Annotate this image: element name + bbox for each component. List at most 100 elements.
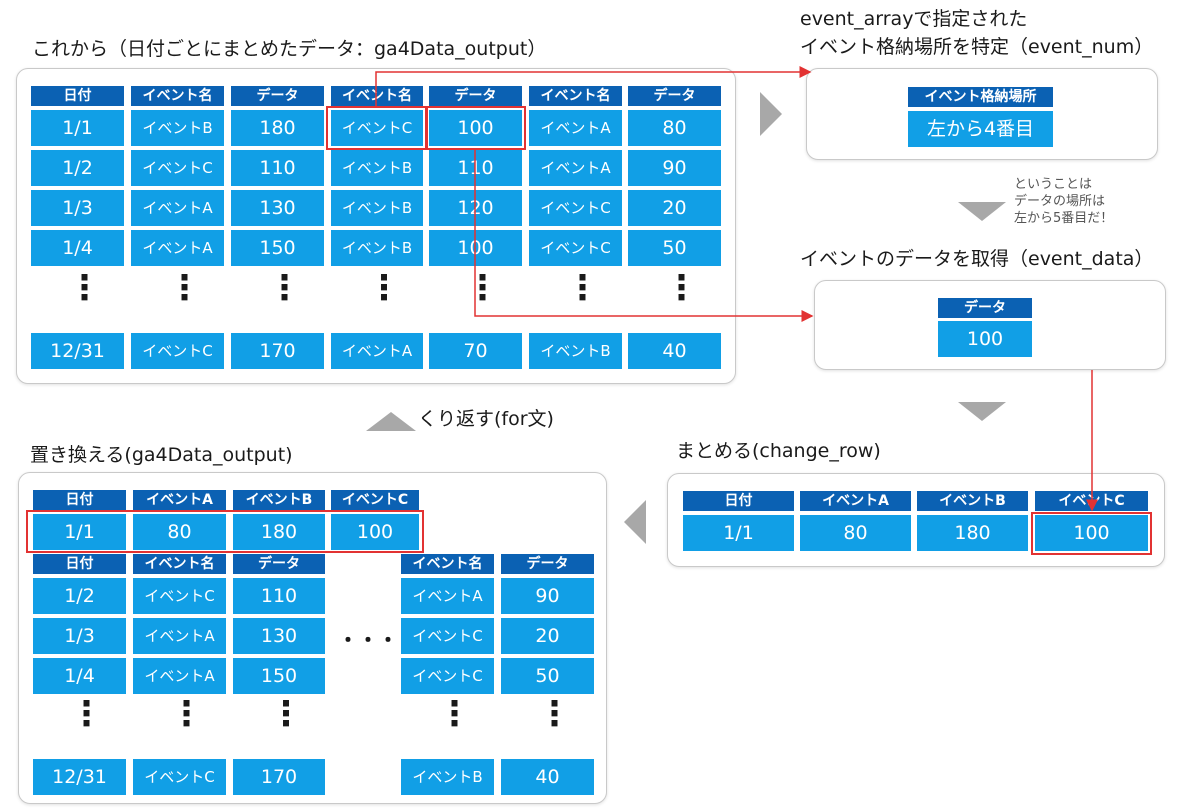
title-event-data: イベントのデータを取得（event_data）: [800, 248, 1154, 270]
title-loop: くり返す(for文): [418, 408, 554, 430]
change-row-header-event-b: イベントB: [917, 491, 1028, 511]
arrow-up-icon: [366, 412, 416, 431]
replaced-cell: イベントC: [401, 618, 494, 654]
source-header-data-3: データ: [628, 86, 721, 106]
source-cell: イベントA: [529, 110, 622, 146]
source-header-event-name-3: イベント名: [529, 86, 622, 106]
replaced-header-event-b: イベントB: [233, 490, 325, 510]
source-header-event-name-2: イベント名: [331, 86, 423, 106]
replaced-cell: 90: [501, 578, 594, 614]
title-replace: 置き換える(ga4Data_output): [30, 444, 293, 466]
replaced-cell: 1/4: [33, 658, 126, 694]
replaced-header2-data-2: データ: [501, 554, 594, 574]
source-header-data-2: データ: [429, 86, 522, 106]
replaced-cell: イベントC: [133, 759, 226, 795]
note-line-2: データの場所は: [1014, 194, 1106, 209]
replaced-first-event-c: 100: [331, 514, 419, 550]
highlight-change-row-event-c: [1031, 512, 1152, 555]
arrow-right-icon: [760, 92, 782, 136]
source-cell: 110: [231, 150, 324, 186]
arrow-down-icon: [958, 402, 1006, 421]
replaced-cell: 50: [501, 658, 594, 694]
replaced-cell: 130: [233, 618, 325, 654]
replaced-cell: 1/2: [33, 578, 126, 614]
source-cell: 100: [429, 110, 522, 146]
source-cell: イベントA: [331, 333, 423, 369]
source-cell: イベントC: [131, 150, 224, 186]
source-cell: 130: [231, 190, 324, 226]
replaced-cell: イベントA: [133, 658, 226, 694]
replaced-cell: イベントA: [401, 578, 494, 614]
source-cell: 170: [231, 333, 324, 369]
source-cell: 90: [628, 150, 721, 186]
source-cell: 1/1: [31, 110, 124, 146]
event-data-value: 100: [938, 321, 1032, 357]
source-cell: 1/2: [31, 150, 124, 186]
change-row-header-event-a: イベントA: [800, 491, 911, 511]
event-data-header: データ: [938, 298, 1032, 318]
arrow-left-icon: [624, 500, 646, 544]
replaced-header2-data: データ: [233, 554, 325, 574]
source-cell: イベントB: [131, 110, 224, 146]
horizontal-ellipsis: ・・・: [338, 628, 398, 652]
source-cell: イベントB: [331, 230, 423, 266]
source-cell: イベントA: [529, 150, 622, 186]
source-cell: 50: [628, 230, 721, 266]
replaced-header2-event-name: イベント名: [133, 554, 226, 574]
change-row-date: 1/1: [683, 515, 794, 551]
source-cell: 40: [628, 333, 721, 369]
source-cell: イベントA: [131, 190, 224, 226]
replaced-cell: イベントC: [401, 658, 494, 694]
replaced-header-event-a: イベントA: [133, 490, 226, 510]
replaced-first-event-a: 80: [133, 514, 226, 550]
replaced-cell: 1/3: [33, 618, 126, 654]
replaced-cell: 40: [501, 759, 594, 795]
change-row-event-c: 100: [1035, 515, 1148, 551]
replaced-header2-event-name-2: イベント名: [401, 554, 494, 574]
source-header-event-name-1: イベント名: [131, 86, 224, 106]
source-cell: 1/3: [31, 190, 124, 226]
source-cell: イベントB: [331, 150, 423, 186]
arrow-down-icon: [958, 202, 1006, 221]
title-current-data: これから（日付ごとにまとめたデータ：ga4Data_output）: [32, 38, 547, 60]
source-cell: 1/4: [31, 230, 124, 266]
title-event-array-1: event_arrayで指定された: [800, 8, 1028, 30]
source-cell: 70: [429, 333, 522, 369]
replaced-cell: 150: [233, 658, 325, 694]
replaced-cell: イベントA: [133, 618, 226, 654]
title-change-row: まとめる(change_row): [676, 440, 881, 462]
replaced-header2-date: 日付: [33, 554, 126, 574]
replaced-cell: 110: [233, 578, 325, 614]
replaced-first-event-b: 180: [233, 514, 325, 550]
connector-event-data: [474, 150, 814, 322]
replaced-cell: 20: [501, 618, 594, 654]
source-cell: 180: [231, 110, 324, 146]
event-location-value: 左から4番目: [908, 111, 1053, 147]
connector-event-location: [375, 66, 812, 106]
highlight-replaced-first-row: [26, 510, 424, 553]
change-row-event-a: 80: [800, 515, 911, 551]
change-row-event-b: 180: [917, 515, 1028, 551]
replaced-header-event-c: イベントC: [331, 490, 419, 510]
source-cell: 20: [628, 190, 721, 226]
source-cell: 150: [231, 230, 324, 266]
source-cell: イベントC: [529, 190, 622, 226]
note-line-1: ということは: [1014, 177, 1093, 192]
replaced-cell: 170: [233, 759, 325, 795]
source-cell: イベントB: [331, 190, 423, 226]
source-cell: イベントC: [529, 230, 622, 266]
source-header-date: 日付: [31, 86, 124, 106]
note-line-3: 左から5番目だ！: [1014, 211, 1114, 226]
change-row-header-date: 日付: [683, 491, 794, 511]
source-cell: イベントC: [131, 333, 224, 369]
highlight-event-c-data: [426, 106, 526, 150]
replaced-header-date: 日付: [33, 490, 126, 510]
replaced-cell: 12/31: [33, 759, 126, 795]
title-event-array-2: イベント格納場所を特定（event_num）: [800, 36, 1154, 58]
source-cell: 12/31: [31, 333, 124, 369]
source-cell: イベントA: [131, 230, 224, 266]
note-text: ということは データの場所は 左から5番目だ！: [1014, 176, 1113, 227]
source-cell: イベントC: [331, 110, 423, 146]
replaced-first-date: 1/1: [33, 514, 126, 550]
